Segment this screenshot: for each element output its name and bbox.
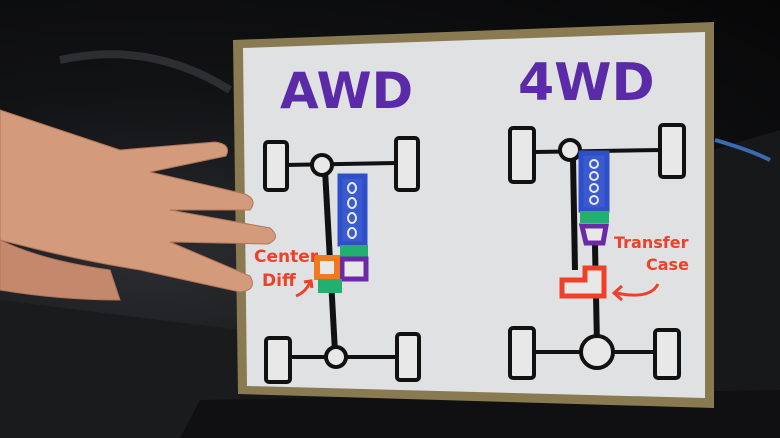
awd-rear-left-wheel (264, 336, 292, 384)
awd-center-diff-green (318, 279, 342, 293)
presenter-hand (0, 109, 276, 301)
center-diff-arrow-icon (295, 279, 314, 298)
4wd-transmission-purple (578, 223, 609, 246)
4wd-transmission-green (580, 211, 609, 223)
awd-transmission-purple (339, 256, 369, 282)
awd-front-right-wheel (394, 136, 420, 192)
center-diff-label-line2: Diff (262, 271, 296, 291)
4wd-title: 4WD (518, 53, 655, 113)
4wd-diagram (508, 123, 686, 380)
transfer-case-label-line2: Case (646, 255, 689, 274)
transfer-case-arrow-icon (611, 283, 660, 302)
awd-front-diff (310, 153, 334, 177)
awd-title: AWD (280, 62, 413, 120)
awd-center-diff (314, 255, 340, 280)
4wd-engine (578, 150, 610, 213)
transfer-case-label-line1: Transfer (614, 233, 689, 252)
awd-rear-diff (324, 345, 348, 369)
whiteboard-surface (243, 32, 705, 398)
4wd-transfer-case (559, 265, 607, 299)
awd-engine (337, 173, 368, 247)
awd-diagram (263, 136, 421, 384)
4wd-front-right-wheel (658, 123, 686, 179)
4wd-front-diff (558, 138, 582, 162)
4wd-rear-left-wheel (508, 326, 536, 380)
center-diff-label-line1: Center (254, 247, 319, 267)
4wd-rear-diff (579, 334, 615, 370)
awd-front-left-wheel (263, 140, 289, 192)
4wd-rear-right-wheel (653, 328, 681, 380)
awd-rear-right-wheel (395, 332, 421, 382)
4wd-front-left-wheel (508, 126, 536, 184)
awd-transmission-green (340, 245, 368, 258)
